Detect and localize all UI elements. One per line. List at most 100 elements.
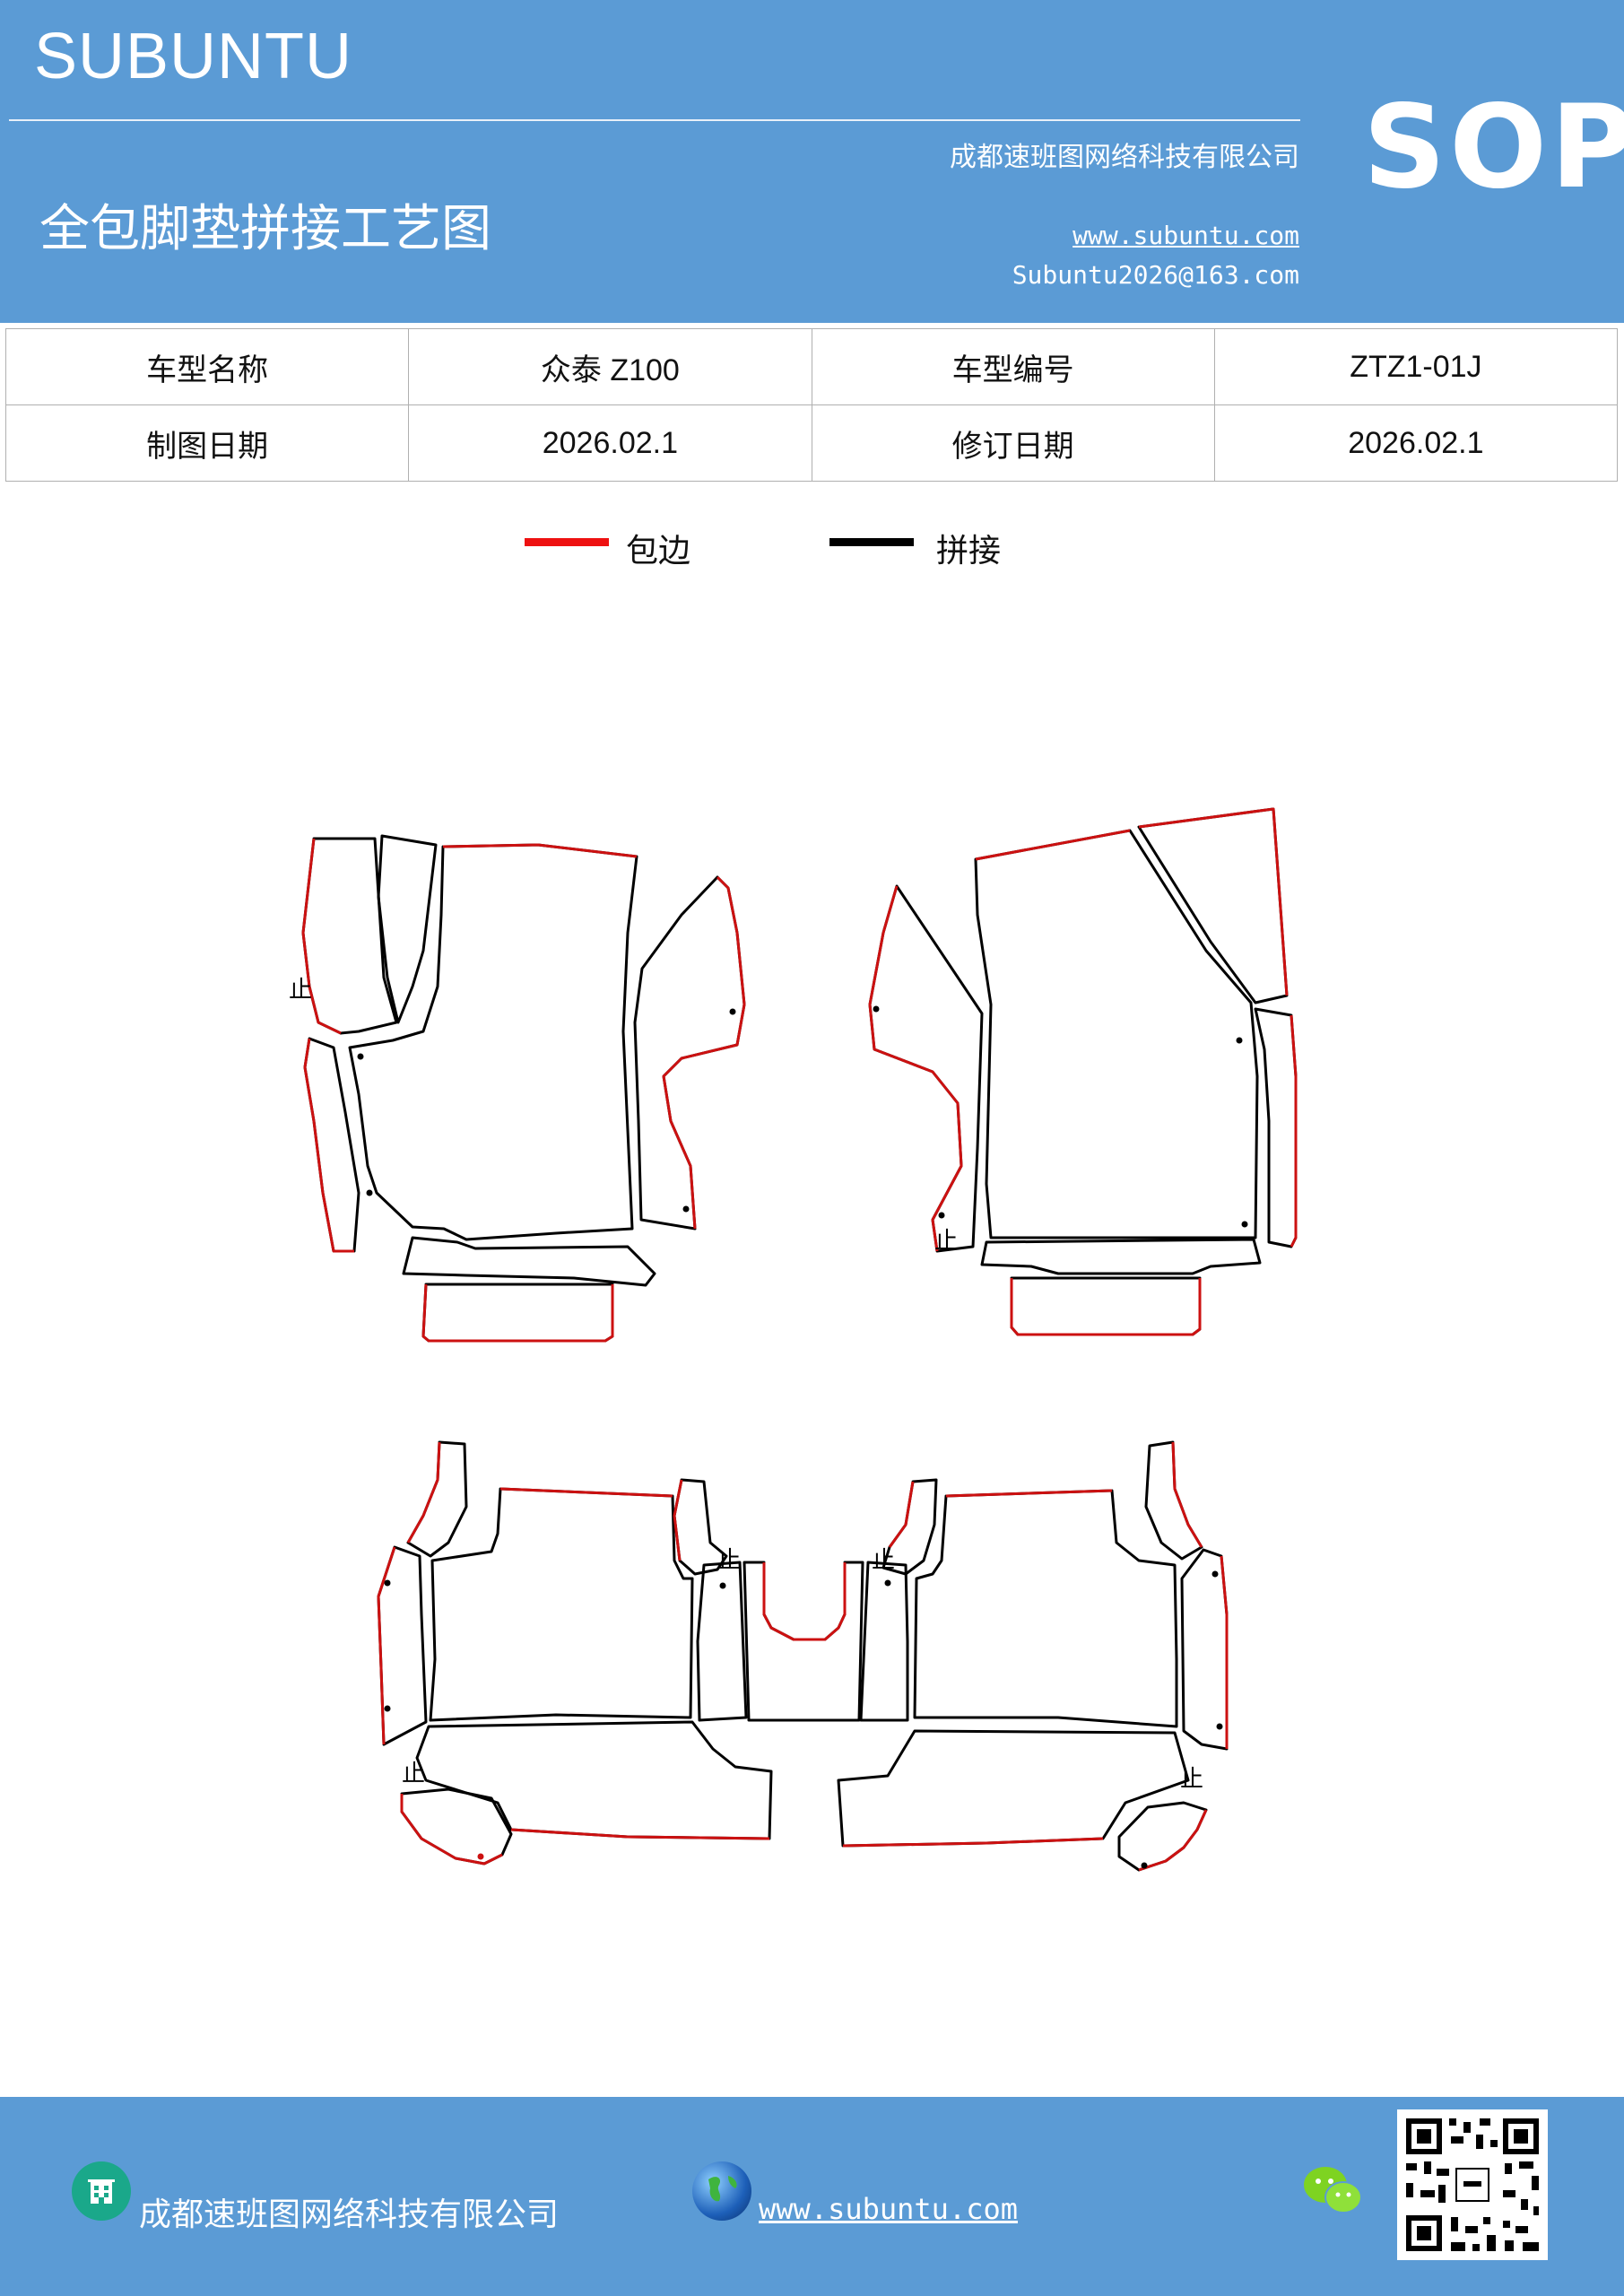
pattern-edge [303,1038,354,1253]
hole [1211,1570,1219,1578]
legend-swatch-edging [525,538,609,546]
stop-mark: 止 [402,1761,425,1787]
pattern-piece [1180,1548,1229,1751]
hole [384,1705,391,1712]
hole [1216,1723,1223,1730]
pattern-piece [421,1283,614,1343]
model-name-value: 众泰 Z100 [408,328,812,405]
brand-name: SUBUNTU [34,21,353,92]
pattern-edge [421,1283,614,1343]
hole [366,1189,373,1196]
pattern-piece [1254,1007,1298,1248]
pattern-edge [377,1546,396,1745]
pattern-edge [945,1489,1113,1498]
stop-mark: 止 [1180,1766,1203,1793]
pattern-bottom-right [837,1440,1229,1872]
hole [719,1582,726,1589]
pattern-piece [402,1236,656,1287]
hole [682,1205,690,1213]
pattern-edge [975,829,1131,861]
building-icon [72,2161,131,2221]
pattern-edge [442,843,638,858]
pattern-edge [406,1441,441,1544]
pattern-edge [673,1479,683,1561]
pattern-piece [377,834,438,1024]
pattern-top-right [868,807,1298,1336]
table-row: 车型名称 众泰 Z100 车型编号 ZTZ1-01J [4,328,1619,405]
pattern-edge [888,1481,915,1548]
pattern-edge [662,875,746,1230]
hole [357,1053,364,1060]
pattern-edge [842,1837,1104,1848]
sop-badge: SOP [1363,81,1624,214]
hole [938,1212,945,1219]
header-website-link[interactable]: www.subuntu.com [1073,221,1299,250]
hole [873,1005,880,1013]
pattern-edge [499,1487,673,1498]
hole [1241,1221,1248,1228]
pattern-piece [859,1561,909,1722]
pattern-edge [1010,1278,1202,1336]
pattern-edge [510,1828,770,1840]
model-code-value: ZTZ1-01J [1213,328,1619,405]
footer-banner: 成都速班图网络科技有限公司 www.subuntu.com [0,2097,1624,2296]
pattern-piece [429,1487,694,1722]
qr-code [1397,2109,1548,2260]
pattern-piece [633,875,746,1231]
pattern-edge [1290,1014,1298,1248]
pattern-edge [400,1794,503,1866]
vehicle-info-table: 车型名称 众泰 Z100 车型编号 ZTZ1-01J 制图日期 2026.02.… [4,328,1619,482]
footer-website-link[interactable]: www.subuntu.com [759,2192,1018,2226]
header-banner: SUBUNTU SOP 全包脚垫拼接工艺图 成都速班图网络科技有限公司 www.… [0,0,1624,323]
legend-swatch-seam [829,538,914,546]
pattern-piece [696,1561,748,1722]
draw-date-value: 2026.02.1 [408,404,812,482]
pattern-piece [913,1489,1178,1728]
pattern-piece [303,1037,360,1253]
model-name-label: 车型名称 [4,328,410,405]
stop-mark: 止 [717,1547,741,1574]
pattern-edge [301,838,342,1035]
hole [884,1579,891,1587]
document-title: 全包脚垫拼接工艺图 [39,200,491,258]
pattern-edge [1138,807,1289,996]
hole [384,1579,391,1587]
pattern-piece [406,1440,468,1558]
stop-mark: 止 [934,1228,958,1255]
legend-label-edging: 包边 [626,533,691,570]
pattern-bottom-left [377,1440,773,1866]
pattern-piece [974,829,1259,1239]
header-company: 成都速班图网络科技有限公司 [950,142,1299,173]
pattern-piece [1010,1276,1202,1336]
pattern-piece [415,1720,773,1840]
hole [477,1853,484,1860]
fixing-holes [357,1005,1248,1869]
pattern-top-left [301,834,746,1343]
stop-mark: 止 [872,1547,895,1574]
hole [729,1008,736,1015]
pattern-edge [762,1562,847,1641]
wechat-icon[interactable] [1302,2163,1365,2217]
pattern-edge [1138,1809,1208,1872]
table-row: 制图日期 2026.02.1 修订日期 2026.02.1 [4,404,1619,482]
pattern-edge [1171,1441,1203,1548]
draw-date-label: 制图日期 [4,404,410,482]
hole [1236,1037,1243,1044]
pattern-edge [1220,1555,1229,1749]
legend-label-seam: 拼接 [936,533,1002,570]
header-divider [9,119,1300,121]
revise-date-value: 2026.02.1 [1213,404,1619,482]
hole [1141,1862,1148,1869]
pattern-piece [980,1238,1262,1275]
pattern-edge [868,885,963,1252]
pattern-piece [348,843,638,1241]
pattern-piece [1137,807,1289,1004]
pattern-piece [837,1729,1190,1848]
model-code-label: 车型编号 [811,328,1215,405]
header-email[interactable]: Subuntu2026@163.com [1012,260,1299,290]
stop-mark: 止 [289,977,312,1004]
footer-company: 成都速班图网络科技有限公司 [139,2196,560,2233]
globe-icon [692,2161,751,2221]
revise-date-label: 修订日期 [811,404,1215,482]
